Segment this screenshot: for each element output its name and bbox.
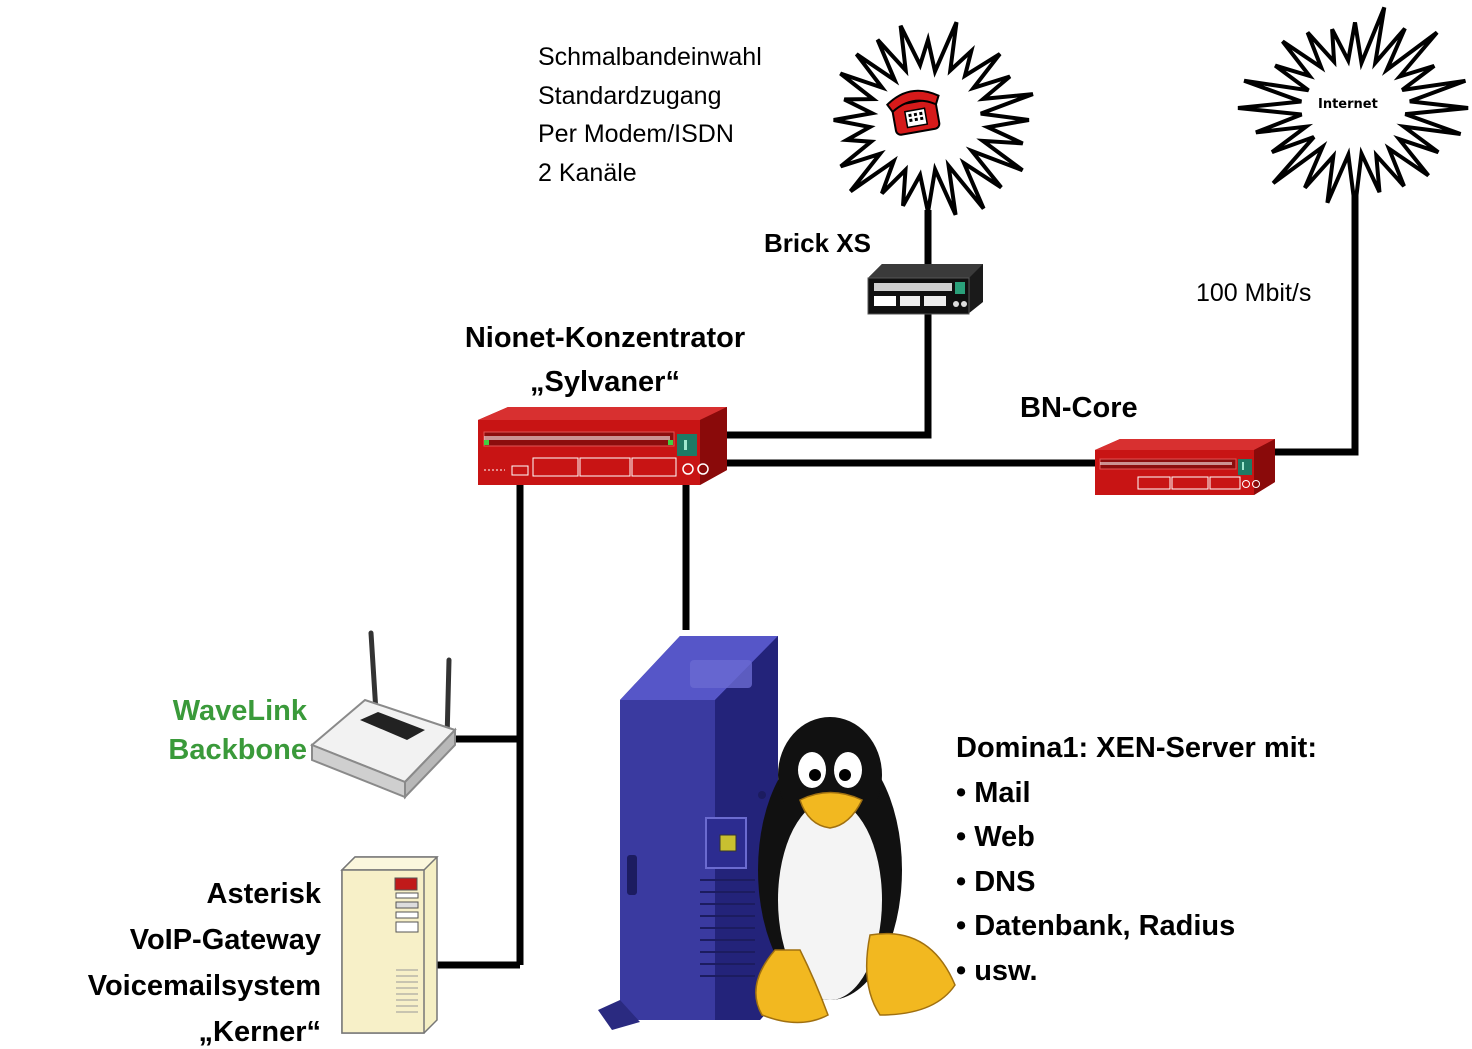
isdn-burst-icon (833, 21, 1034, 216)
cable-brick-to-concentrator (727, 310, 932, 439)
isdn-line-4: 2 Kanäle (538, 158, 637, 187)
service-item: • usw. (956, 954, 1038, 987)
concentrator-nickname: „Sylvaner“ (530, 366, 680, 398)
asterisk-line-1: Asterisk (206, 878, 321, 910)
domina-server-description: Domina1: XEN-Server mit: • Mail • Web • … (956, 726, 1317, 993)
internet-label: Internet (1318, 97, 1378, 112)
isdn-line-1: Schmalbandeinwahl (538, 43, 762, 71)
tux-penguin-icon (755, 717, 956, 1024)
xen-server-tower-icon (598, 636, 778, 1030)
asterisk-line-2: VoIP-Gateway (129, 924, 321, 956)
asterisk-server-icon (340, 856, 439, 1034)
brick-xs-router-icon (867, 264, 983, 315)
bn-core-router-icon (1095, 439, 1275, 495)
wavelink-line-1: WaveLink (172, 695, 307, 727)
isdn-description: Schmalbandeinwahl Standardzugang Per Mod… (538, 38, 762, 192)
concentrator-name: Nionet-Konzentrator (464, 322, 746, 354)
concentrator-router-icon (478, 407, 727, 485)
red-telephone-icon (885, 89, 941, 136)
service-item: • Web (956, 821, 1035, 853)
service-item: • Mail (956, 776, 1031, 809)
domina-title: Domina1: XEN-Server mit: (956, 732, 1317, 764)
wavelink-line-2: Backbone (168, 734, 307, 766)
cable-internet-to-bncore (1275, 190, 1359, 456)
cables (437, 190, 1359, 969)
service-item: • Datenbank, Radius (956, 910, 1236, 942)
wavelink-label: WaveLink Backbone (168, 692, 307, 770)
brick-xs-label: Brick XS (764, 228, 871, 258)
asterisk-line-3: Voicemailsystem (87, 970, 321, 1002)
asterisk-label: Asterisk VoIP-Gateway Voicemailsystem „K… (88, 871, 321, 1049)
bn-core-label: BN-Core (1020, 392, 1138, 424)
uplink-speed-label: 100 Mbit/s (1196, 279, 1312, 307)
service-item: • DNS (956, 865, 1036, 898)
asterisk-line-4: „Kerner“ (198, 1016, 322, 1048)
wireless-router-icon (310, 630, 457, 800)
internet-burst-icon (1237, 6, 1469, 208)
isdn-line-3: Per Modem/ISDN (538, 120, 734, 148)
isdn-line-2: Standardzugang (538, 81, 722, 110)
concentrator-label: Nionet-Konzentrator „Sylvaner“ (425, 316, 785, 404)
